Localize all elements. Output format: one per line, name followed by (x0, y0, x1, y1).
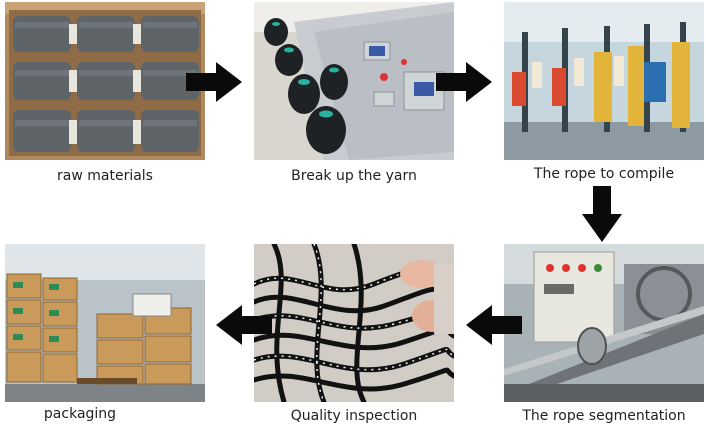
arrow-down-icon (582, 186, 622, 242)
rope-compile-photo (504, 2, 704, 160)
step-label-rope-compile: The rope to compile (533, 166, 675, 182)
step-label-break-up-yarn: Break up the yarn (291, 168, 417, 184)
step-label-packaging: packaging (43, 406, 117, 422)
arrow-right-icon (436, 62, 492, 102)
step-label-quality-inspection: Quality inspection (290, 408, 418, 424)
rope-segmentation-photo (504, 244, 704, 402)
quality-inspection-photo (254, 244, 454, 402)
break-up-yarn-photo (254, 2, 454, 160)
step-label-rope-segmentation: The rope segmentation (522, 408, 686, 424)
step-label-raw-materials: raw materials (57, 168, 153, 184)
arrow-left-icon (216, 305, 272, 345)
arrow-right-icon (186, 62, 242, 102)
raw-materials-photo (5, 2, 205, 160)
packaging-photo (5, 244, 205, 402)
arrow-left-icon (466, 305, 522, 345)
